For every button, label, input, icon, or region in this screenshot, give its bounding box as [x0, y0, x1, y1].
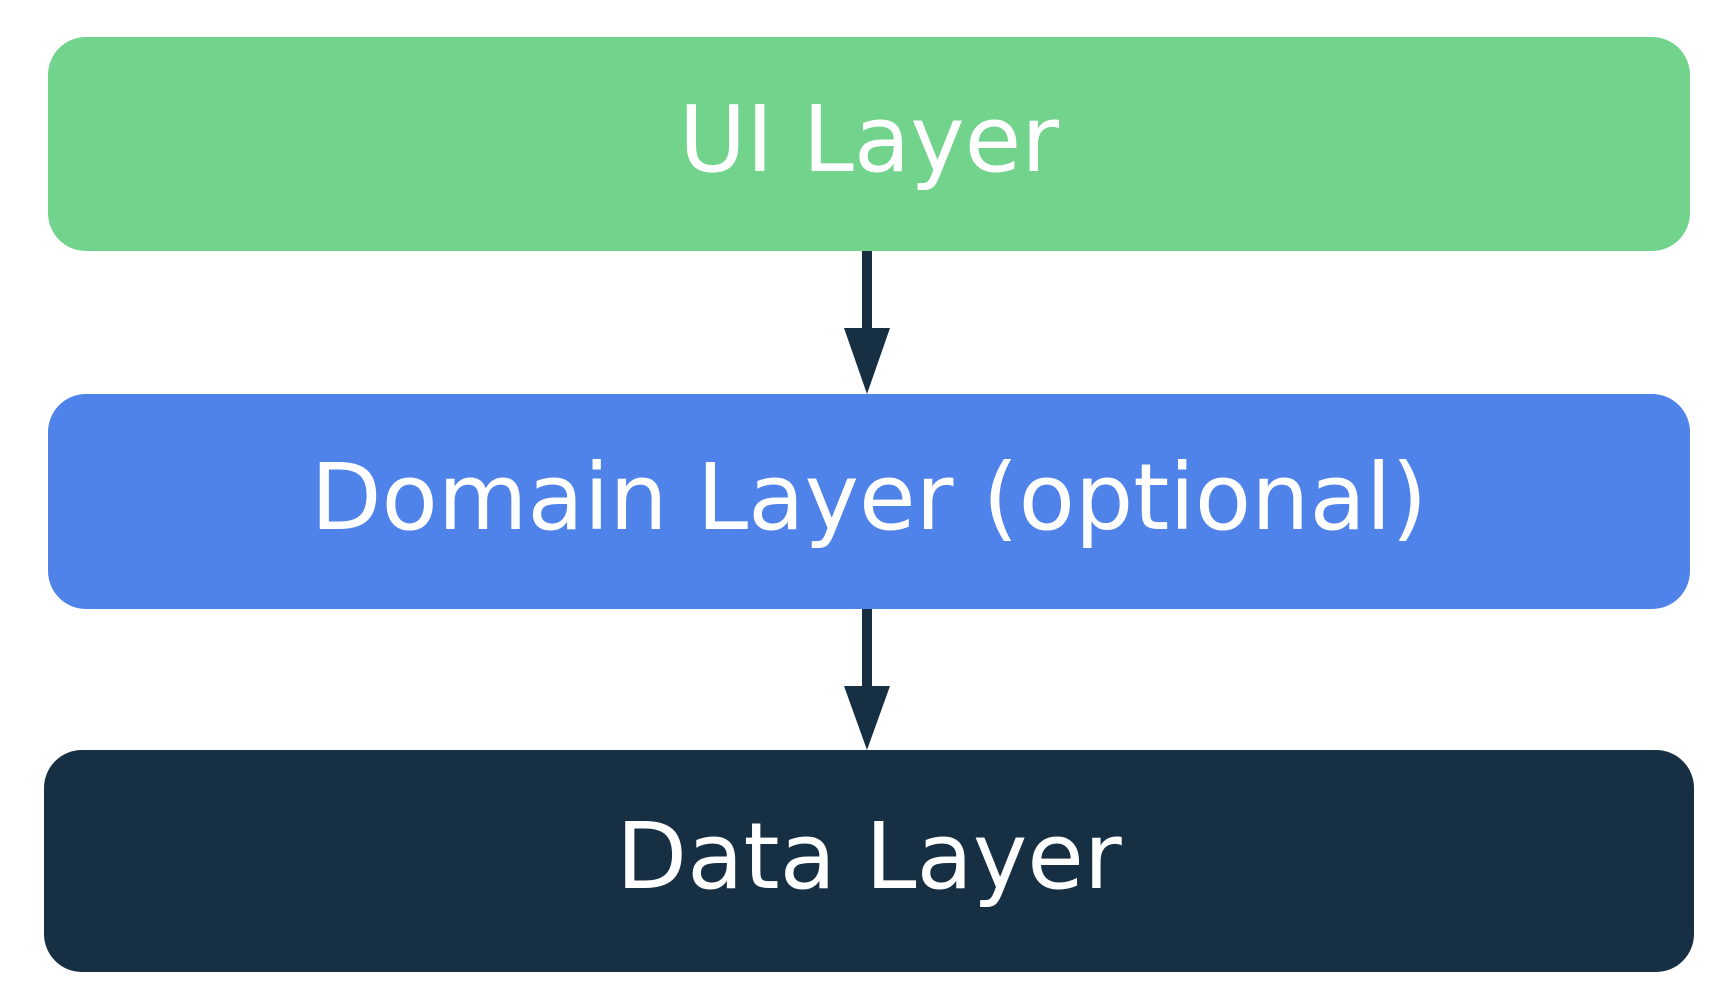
data-layer-label: Data Layer [616, 803, 1122, 910]
arrow-ui-to-domain-shaft [862, 251, 872, 331]
ui-layer-box: UI Layer [48, 37, 1690, 251]
arrow-ui-to-domain [844, 251, 890, 394]
domain-layer-box: Domain Layer (optional) [48, 394, 1690, 609]
arrow-domain-to-data-shaft [862, 609, 872, 689]
domain-layer-label: Domain Layer (optional) [310, 443, 1428, 551]
ui-layer-label: UI Layer [678, 86, 1060, 193]
arrow-domain-to-data [844, 609, 890, 750]
data-layer-box: Data Layer [44, 750, 1694, 972]
arrow-ui-to-domain-head [844, 328, 890, 394]
arrow-domain-to-data-head [844, 686, 890, 750]
